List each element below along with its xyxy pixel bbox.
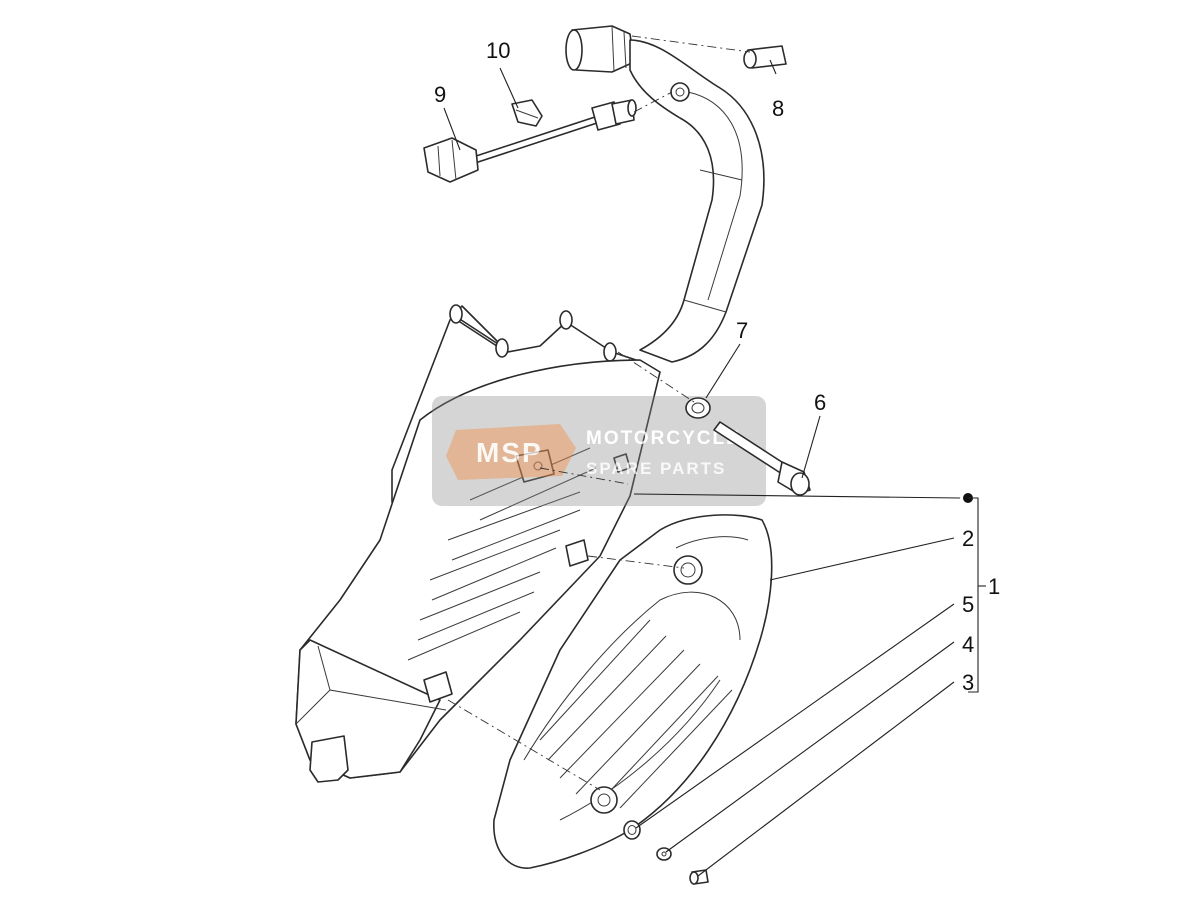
callout-7: 7 [736, 318, 748, 343]
exhaust-header-pipe [565, 25, 765, 363]
callout-10: 10 [486, 38, 510, 63]
watermark: MSP MOTORCYCLE SPARE PARTS [432, 396, 766, 506]
callout-2: 2 [962, 526, 974, 551]
part-9-oxygen-sensor [423, 99, 637, 183]
watermark-logo-icon [446, 424, 576, 480]
part-6-bolt [713, 421, 811, 496]
part-5-grommet [623, 820, 641, 840]
callout-5: 5 [962, 592, 974, 617]
watermark-box [432, 396, 766, 506]
watermark-logo-text: MSP [476, 437, 543, 468]
part-7-washer [685, 397, 711, 419]
callout-9: 9 [434, 82, 446, 107]
callout-3: 3 [962, 670, 974, 695]
leader-lines [443, 59, 986, 877]
part-3-screw [689, 869, 709, 885]
callout-1: 1 [988, 574, 1000, 599]
callout-8: 8 [772, 96, 784, 121]
part-8-sleeve [743, 45, 787, 69]
muffler-body [295, 304, 661, 783]
callout-6: 6 [814, 390, 826, 415]
assembly-lines [447, 35, 751, 791]
part-2-heat-shield [493, 514, 773, 869]
watermark-line1: MOTORCYCLE [586, 428, 741, 449]
watermark-line2: SPARE PARTS [586, 459, 726, 478]
callout-4: 4 [962, 632, 974, 657]
part-10-clip [511, 99, 543, 127]
callout-labels: 10 9 8 7 6 2 1 5 4 3 [434, 38, 1000, 695]
